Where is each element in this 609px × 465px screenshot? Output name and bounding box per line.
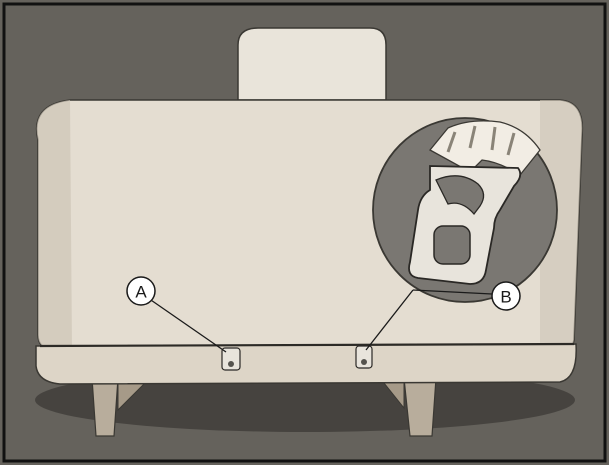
callout-a-label: A <box>135 283 147 302</box>
callout-a: A <box>127 277 155 305</box>
hook-b-icon <box>356 346 372 368</box>
callout-b: B <box>492 282 520 310</box>
headrest <box>238 28 386 100</box>
seat-cushion <box>36 344 576 384</box>
seat-left-bolster <box>37 100 72 350</box>
callout-b-label: B <box>500 288 511 307</box>
